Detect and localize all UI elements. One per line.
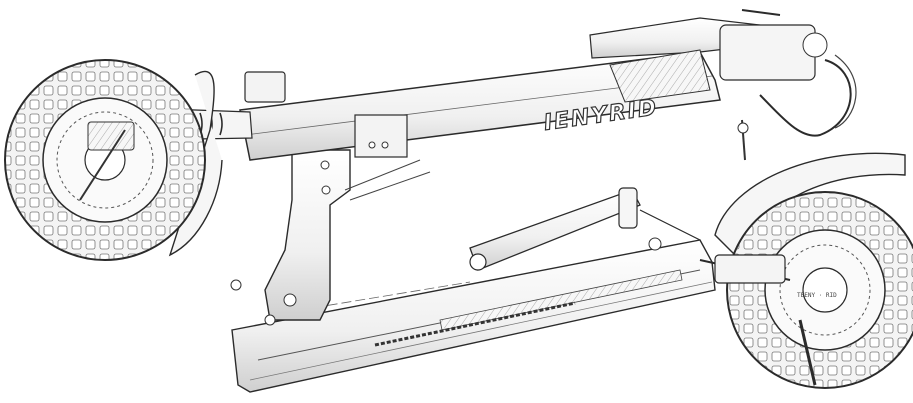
rear-wheel xyxy=(4,59,206,261)
handlebar-assembly xyxy=(589,9,857,161)
stem-post xyxy=(469,187,701,271)
hub-label: TEENY · RID xyxy=(797,292,837,299)
front-wheel: TEENY · RID xyxy=(699,191,913,389)
upper-tube: IENYRID xyxy=(239,51,721,161)
fold-bracket xyxy=(230,149,431,326)
